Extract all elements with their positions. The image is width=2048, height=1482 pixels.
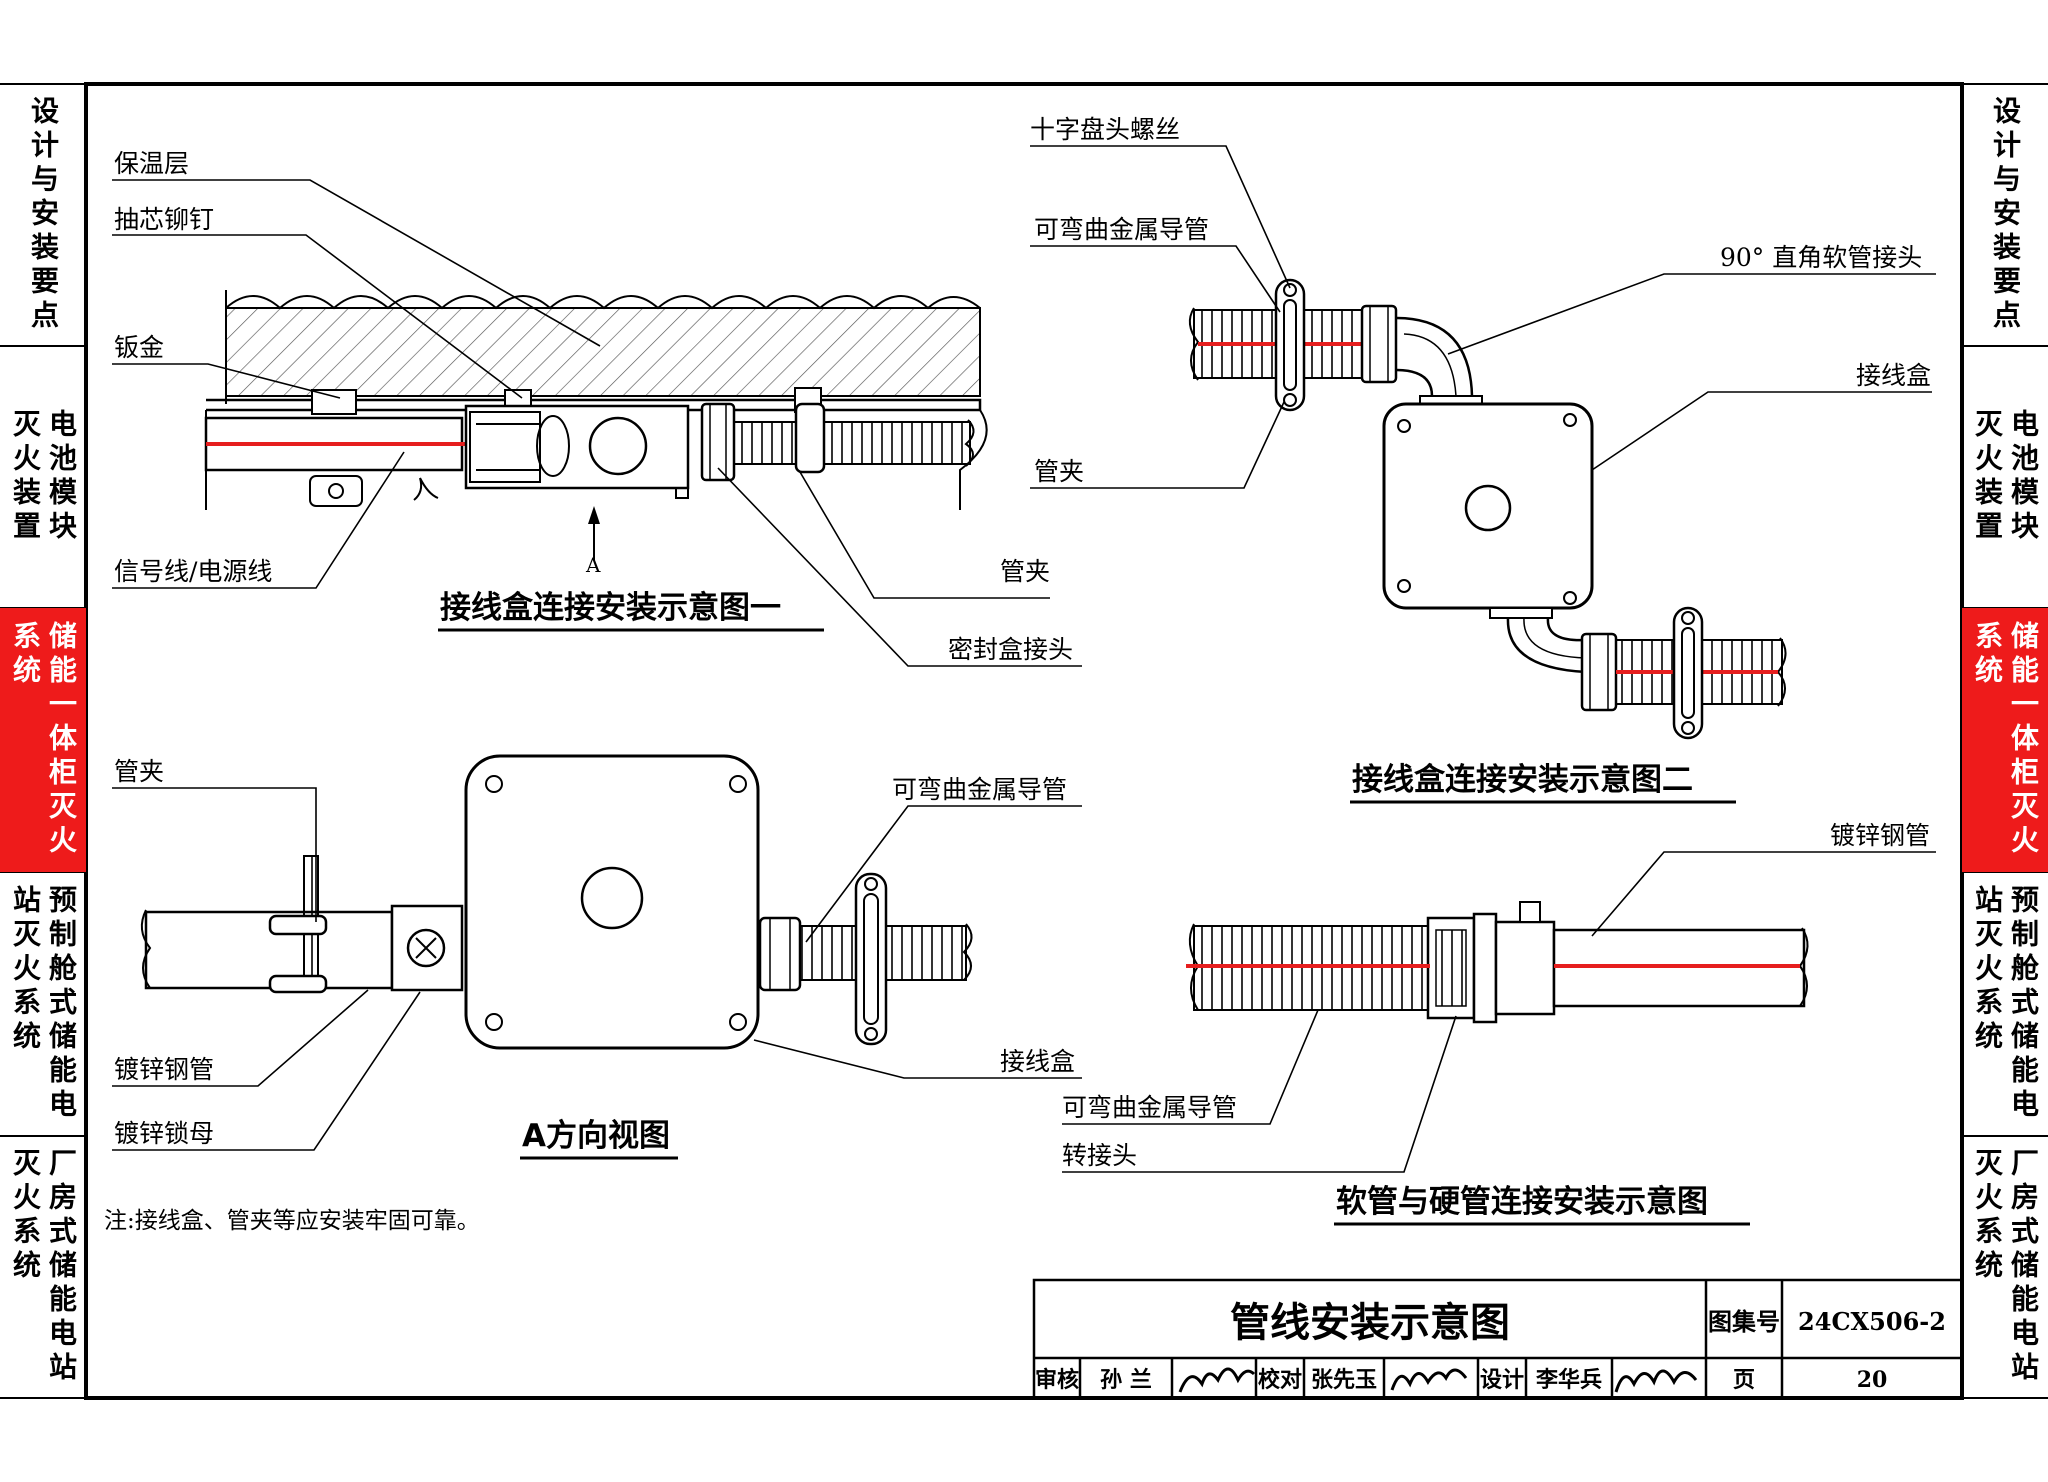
- flex-conduit-right: [733, 421, 971, 465]
- right-tab-plant-type[interactable]: 厂房式储能电站 灭火系统: [1962, 1136, 2048, 1398]
- fig3-pipe-clamp-right: [854, 872, 888, 1046]
- fig2-label-screw: 十字盘头螺丝: [1030, 115, 1180, 144]
- fig1-label-signal-power: 信号线/电源线: [114, 557, 272, 586]
- tab-label-b: 站灭火系统: [1971, 885, 2004, 1055]
- designer-signature: [1614, 1369, 1698, 1393]
- fig3-leaders: [112, 787, 1082, 1151]
- fig3-label-lock-nut: 镀锌锁母: [114, 1119, 214, 1148]
- figure-1-junction-box-install-1: [112, 179, 1082, 667]
- fig3-junction-box: [464, 754, 760, 1050]
- drawing-title: 管线安装示意图: [1230, 1300, 1510, 1346]
- fig1-label-rivet: 抽芯铆钉: [114, 205, 214, 234]
- fig2-label-pipe-clamp: 管夹: [1034, 457, 1084, 486]
- fig3-label-junction-box: 接线盒: [1000, 1047, 1075, 1076]
- fig2-elbow-nut-bottom: [1580, 632, 1618, 712]
- tab-label-b: 站灭火系统: [9, 885, 42, 1055]
- check-label: 校对: [1258, 1367, 1302, 1393]
- tab-label-b: 系统: [9, 621, 42, 689]
- fig3-label-pipe-clamp: 管夹: [114, 757, 164, 786]
- left-tab-ess-cabinet[interactable]: 储能一体柜灭火 系统: [0, 608, 86, 872]
- left-tab-design-install[interactable]: 设计与安装要点: [0, 84, 86, 346]
- figure-3-view-a: [112, 754, 1082, 1151]
- right-tab-design-install[interactable]: 设计与安装要点: [1962, 84, 2048, 346]
- right-tab-battery-module[interactable]: 电池模块 灭火装置: [1962, 346, 2048, 608]
- fig3-seal-joint: [758, 916, 802, 992]
- note-text: 注:接线盒、管夹等应安装牢固可靠。: [104, 1208, 480, 1234]
- fig3-title: A方向视图: [522, 1118, 670, 1154]
- junction-box-body: [464, 404, 690, 490]
- tab-label-a: 厂房式储能电站: [2007, 1148, 2040, 1386]
- right-tab-ess-cabinet[interactable]: 储能一体柜灭火 系统: [1962, 608, 2048, 872]
- fig2-elbow-bottom: [1506, 617, 1587, 674]
- tab-label-a: 储能一体柜灭火: [2007, 621, 2040, 859]
- tab-label-b: 灭火系统: [9, 1148, 42, 1284]
- fig3-label-flex-conduit: 可弯曲金属导管: [892, 775, 1067, 804]
- tab-label-a: 预制舱式储能电: [45, 885, 78, 1123]
- tab-label-a: 电池模块: [45, 409, 78, 545]
- checker-signature: [1390, 1368, 1468, 1391]
- tab-label-b: 灭火装置: [1971, 409, 2004, 545]
- reviewer-signature: [1178, 1367, 1256, 1393]
- fig4-title: 软管与硬管连接安装示意图: [1336, 1184, 1708, 1220]
- fig1-leaders: [112, 179, 1082, 667]
- fig2-elbow-nut-top: [1360, 304, 1398, 384]
- fig3-label-galv-pipe: 镀锌钢管: [114, 1055, 214, 1084]
- fig2-junction-box: [1382, 402, 1594, 610]
- fig2-title: 接线盒连接安装示意图二: [1352, 762, 1693, 798]
- rivets: [311, 387, 822, 415]
- left-tab-plant-type[interactable]: 厂房式储能电站 灭火系统: [0, 1136, 86, 1398]
- design-label: 设计: [1480, 1368, 1524, 1393]
- page-number: 20: [1857, 1367, 1888, 1393]
- fig1-label-insulation: 保温层: [114, 149, 189, 178]
- pipe-clamp: [794, 402, 826, 474]
- fig1-title: 接线盒连接安装示意图一: [440, 590, 781, 626]
- sheet-frame: [0, 82, 2048, 1400]
- fig2-elbow-top: [1395, 316, 1474, 397]
- checker-name: 张先玉: [1311, 1368, 1377, 1393]
- tab-label-b: 系统: [1971, 621, 2004, 689]
- tab-label: 设计与安装要点: [1989, 96, 2022, 334]
- fig3-galv-pipe: [144, 910, 394, 990]
- page-label: 页: [1733, 1368, 1755, 1393]
- figure-2-junction-box-install-2: [1030, 145, 1936, 740]
- fig4-leaders: [1062, 851, 1936, 1173]
- phillips-screw-top: [1283, 283, 1297, 297]
- insulation-layer: [225, 307, 981, 397]
- fig4-label-galv-pipe: 镀锌钢管: [1830, 821, 1930, 850]
- fig1-view-arrow-label: A: [585, 553, 601, 577]
- fig2-label-elbow-joint: 90° 直角软管接头: [1720, 243, 1922, 272]
- fig2-label-flex-conduit: 可弯曲金属导管: [1034, 215, 1209, 244]
- tab-label-b: 灭火装置: [9, 409, 42, 545]
- right-tab-prefab-cabin[interactable]: 预制舱式储能电 站灭火系统: [1962, 872, 2048, 1136]
- insulation-bumps: [225, 295, 981, 310]
- fig1-label-seal-joint: 密封盒接头: [948, 635, 1073, 664]
- title-underlines: [438, 628, 1750, 1226]
- atlas-number: 24CX506-2: [1798, 1307, 1946, 1336]
- left-tab-prefab-cabin[interactable]: 预制舱式储能电 站灭火系统: [0, 872, 86, 1136]
- review-label: 审核: [1035, 1367, 1079, 1393]
- fig1-label-sheet-metal: 钣金: [114, 333, 164, 362]
- left-tab-battery-module[interactable]: 电池模块 灭火装置: [0, 346, 86, 608]
- fig2-leaders: [1030, 145, 1936, 489]
- title-block-frame: [1032, 1278, 1964, 1400]
- tab-label-a: 电池模块: [2007, 409, 2040, 545]
- figure-4-flex-to-rigid: [1062, 851, 1936, 1173]
- designer-name: 李华兵: [1535, 1367, 1602, 1393]
- fig4-label-adapter: 转接头: [1062, 1141, 1137, 1170]
- tab-label-a: 预制舱式储能电: [2007, 885, 2040, 1123]
- fig4-label-flex-conduit: 可弯曲金属导管: [1062, 1093, 1237, 1122]
- fig1-label-pipe-clamp: 管夹: [1000, 557, 1050, 586]
- atlas-label: 图集号: [1708, 1308, 1780, 1336]
- reviewer-name: 孙 兰: [1100, 1367, 1152, 1393]
- tab-label-a: 储能一体柜灭火: [45, 621, 78, 859]
- tab-label: 设计与安装要点: [27, 96, 60, 334]
- fig2-label-junction-box: 接线盒: [1856, 361, 1931, 390]
- tab-label-b: 灭火系统: [1971, 1148, 2004, 1284]
- tab-label-a: 厂房式储能电站: [45, 1148, 78, 1386]
